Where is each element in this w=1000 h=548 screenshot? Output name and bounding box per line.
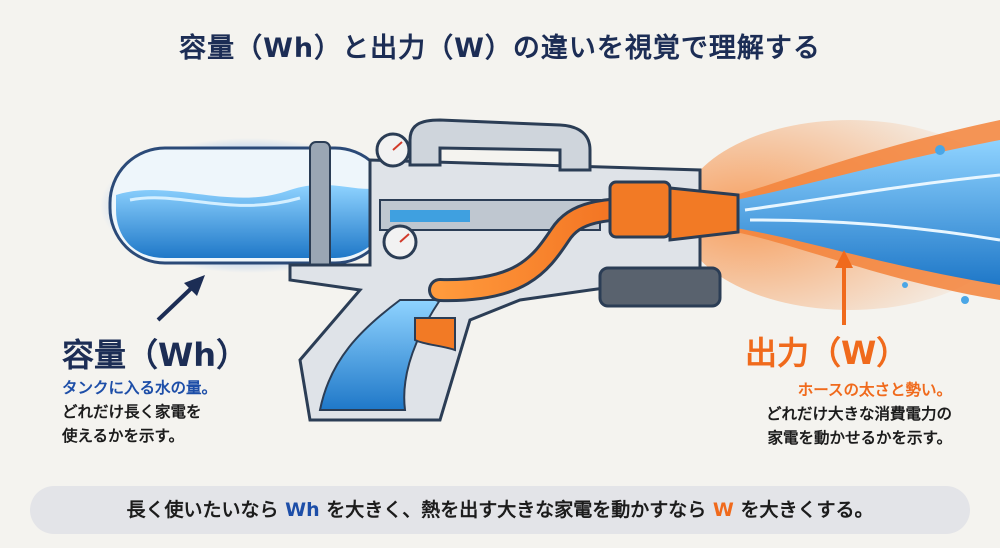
capacity-description: タンクに入る水の量。 どれだけ長く家電を 使えるかを示す。 (62, 376, 302, 448)
water-spray (735, 120, 1000, 304)
capacity-heading: 容量（Wh） (62, 336, 249, 374)
summary-banner: 長く使いたいなら Wh を大きく、熱を出す大きな家電を動かすなら W を大きくす… (30, 486, 970, 534)
summary-part-1: 長く使いたいなら (126, 499, 286, 521)
left-arrow-icon (156, 275, 205, 322)
summary-w: W (712, 499, 734, 521)
capacity-line-3: 使えるかを示す。 (62, 427, 184, 445)
output-description: ホースの太さと勢い。 どれだけ大きな消費電力の 家電を動かせるかを示す。 (692, 378, 952, 450)
summary-part-2: を大きく、熱を出す大きな家電を動かすなら (319, 499, 713, 521)
output-line-2: どれだけ大きな消費電力の (765, 405, 952, 423)
page-title: 容量（Wh）と出力（W）の違いを視覚で理解する (179, 33, 821, 64)
nozzle (598, 180, 740, 308)
summary-part-3: を大きくする。 (733, 499, 874, 521)
output-heading: 出力（W） (745, 334, 909, 372)
summary-wh: Wh (285, 499, 320, 521)
capacity-line-2: どれだけ長く家電を (62, 403, 202, 421)
water-tank (100, 138, 400, 273)
pressure-gauge-icon (375, 132, 418, 260)
right-arrow-icon (835, 250, 853, 325)
output-line-3: 家電を動かせるかを示す。 (767, 429, 952, 447)
trigger (414, 317, 456, 352)
capacity-line-1: タンクに入る水の量。 (62, 379, 218, 397)
output-line-1: ホースの太さと勢い。 (797, 381, 952, 399)
